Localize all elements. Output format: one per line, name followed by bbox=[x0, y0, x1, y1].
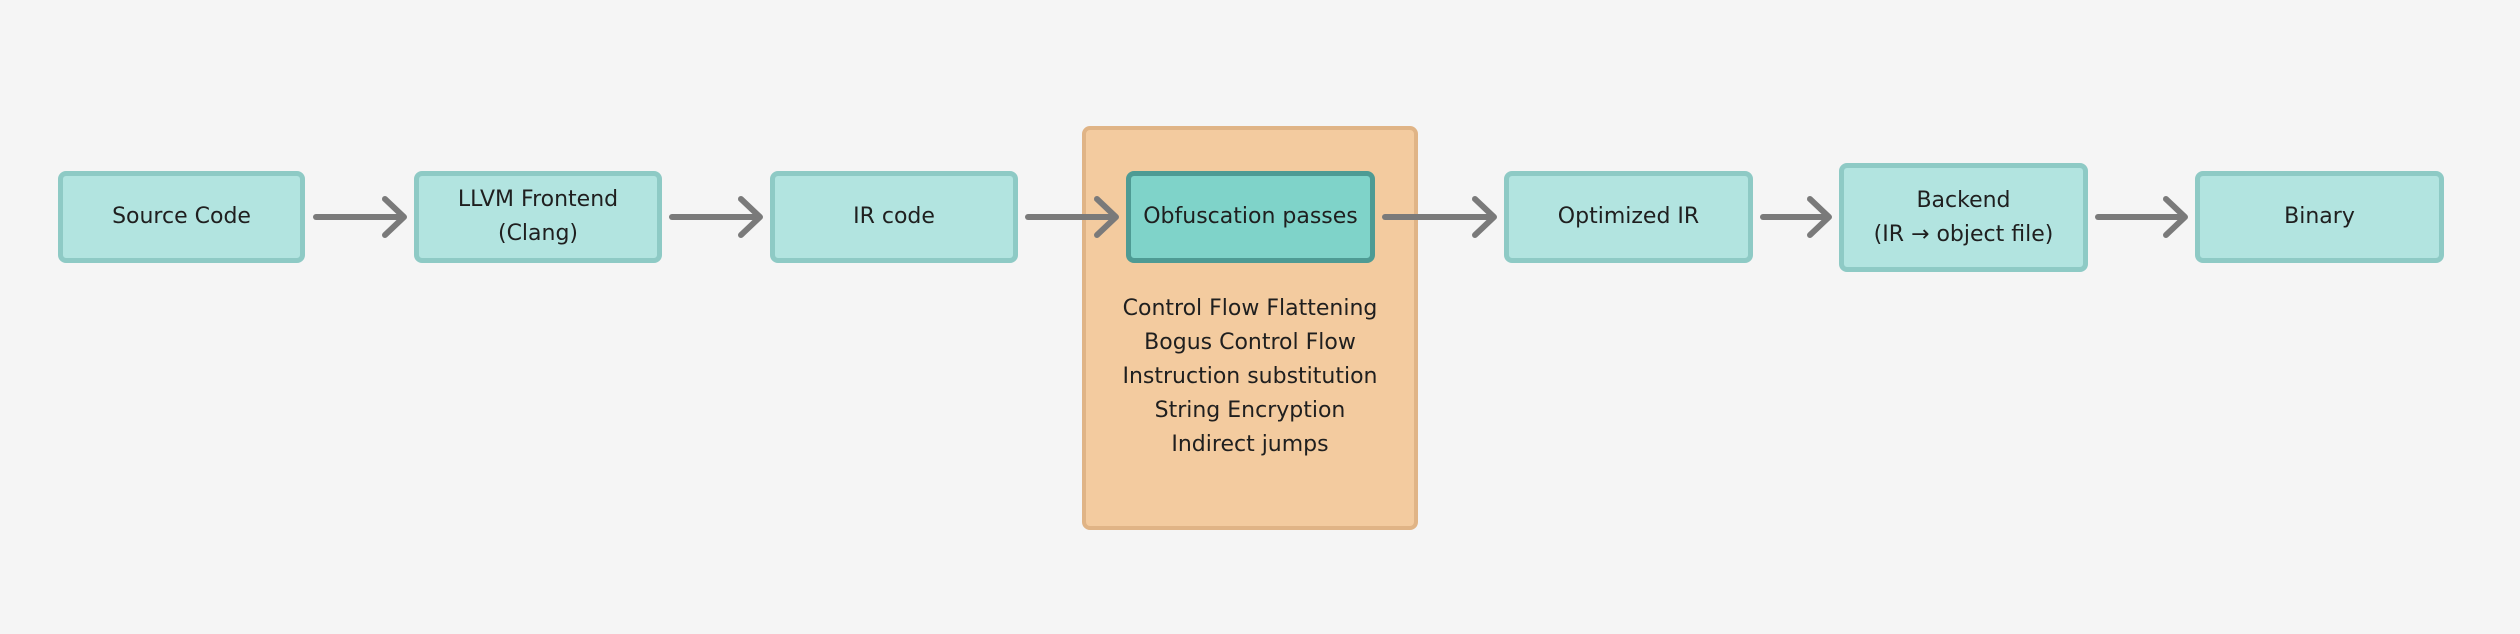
node-optimized-ir: Optimized IR bbox=[1504, 171, 1753, 263]
arrow-icon bbox=[1760, 196, 1832, 238]
node-obfuscation-passes: Obfuscation passes bbox=[1126, 171, 1375, 263]
pass-item: Control Flow Flattening bbox=[1122, 296, 1378, 321]
arrow-icon bbox=[313, 196, 407, 238]
arrow-icon bbox=[669, 196, 763, 238]
node-source-code-label: Source Code bbox=[112, 204, 251, 229]
node-backend: Backend (IR → object file) bbox=[1839, 163, 2088, 272]
node-ir-code-label: IR code bbox=[853, 204, 935, 229]
node-binary: Binary bbox=[2195, 171, 2444, 263]
node-obfuscation-passes-label: Obfuscation passes bbox=[1143, 204, 1358, 229]
node-backend-label-1: Backend bbox=[1916, 187, 2011, 213]
node-ir-code: IR code bbox=[770, 171, 1018, 263]
pass-item: Bogus Control Flow bbox=[1144, 330, 1356, 355]
node-llvm-frontend: LLVM Frontend (Clang) bbox=[414, 171, 662, 263]
node-llvm-frontend-label-1: LLVM Frontend bbox=[457, 187, 619, 212]
arrow-icon bbox=[2095, 196, 2188, 238]
node-binary-label: Binary bbox=[2284, 204, 2355, 229]
pass-item: Indirect jumps bbox=[1171, 432, 1329, 457]
node-llvm-frontend-label-2: (Clang) bbox=[497, 221, 579, 246]
node-backend-label-2: (IR → object file) bbox=[1873, 221, 2054, 247]
obfuscation-pass-list: Control Flow Flattening Bogus Control Fl… bbox=[1086, 292, 1414, 462]
pass-item: Instruction substitution bbox=[1122, 364, 1378, 389]
pass-item: String Encryption bbox=[1154, 398, 1346, 423]
node-source-code: Source Code bbox=[58, 171, 305, 263]
node-optimized-ir-label: Optimized IR bbox=[1557, 204, 1700, 229]
